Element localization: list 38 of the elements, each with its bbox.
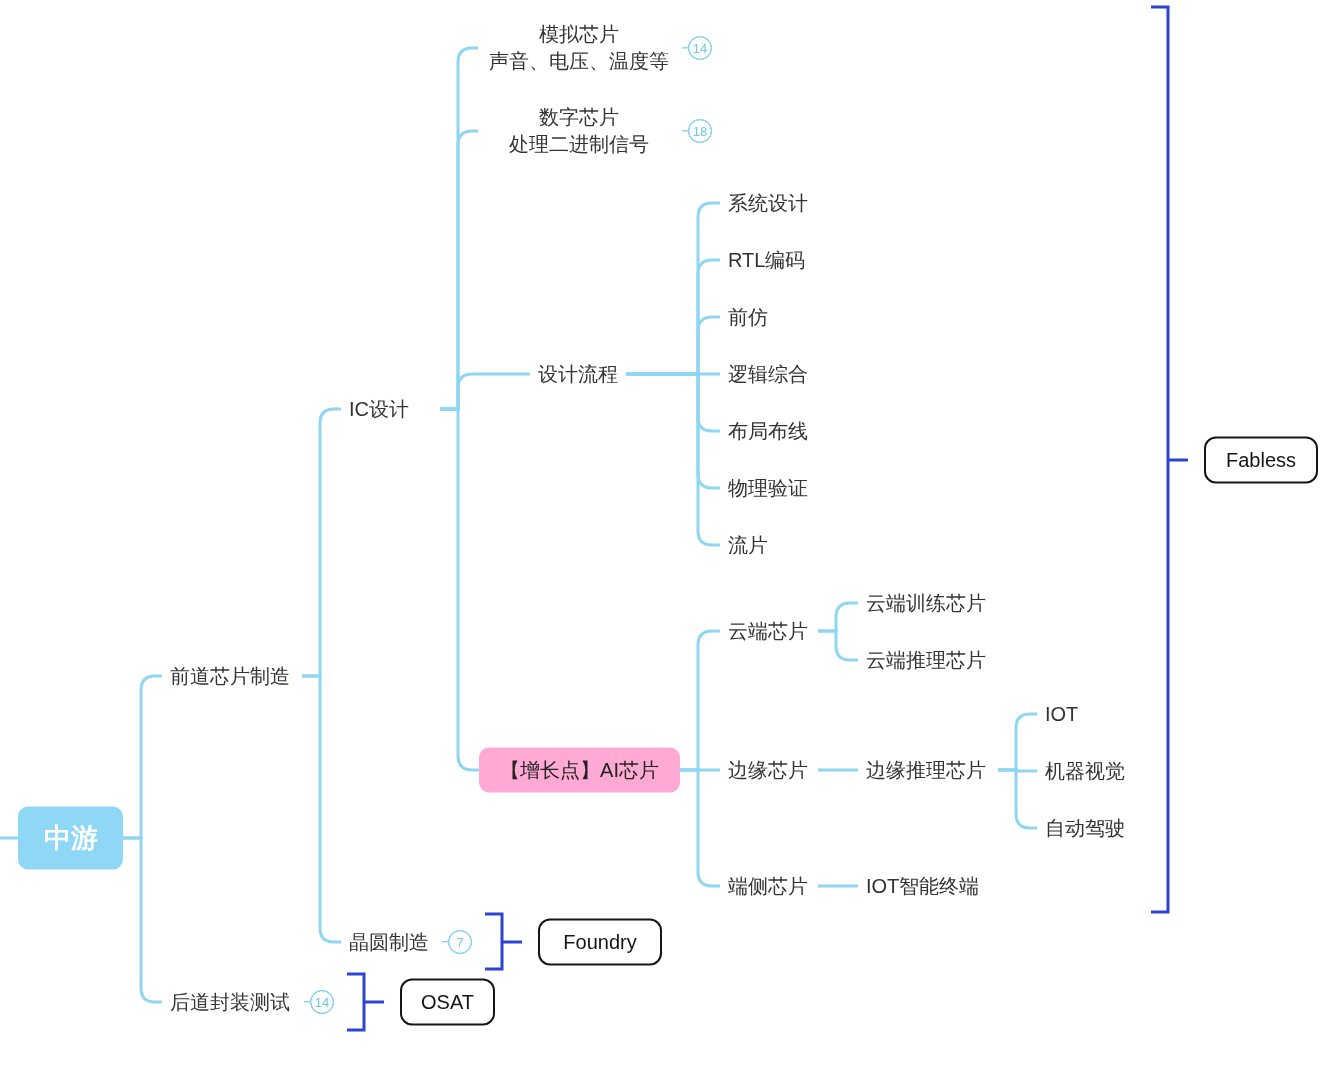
summary-topic: Foundry [538, 918, 662, 966]
count-badge: 7 [442, 930, 472, 954]
summary-topic: OSAT [400, 978, 495, 1026]
topic-label: 前道芯片制造 [170, 663, 290, 689]
topic-label: 边缘推理芯片 [866, 757, 986, 783]
topic-label: 逻辑综合 [728, 361, 808, 387]
count-badge: 18 [682, 119, 712, 143]
topic-label: IOT [1045, 701, 1079, 727]
topic-label: IC设计 [349, 396, 409, 422]
topic-label: 系统设计 [728, 190, 808, 216]
topic-title: 数字芯片 [539, 105, 619, 130]
topic-label: IOT智能终端 [866, 873, 980, 899]
topic-label: 边缘芯片 [728, 757, 808, 783]
topic-description: 处理二进制信号 [509, 132, 649, 157]
summary-topic: Fabless [1204, 436, 1318, 484]
topic-label: 物理验证 [728, 475, 808, 501]
topic-label: RTL编码 [728, 247, 806, 273]
connector-line [818, 768, 858, 772]
topic-label: 布局布线 [728, 418, 808, 444]
topic-description: 声音、电压、温度等 [489, 49, 669, 74]
topic-label: 云端训练芯片 [866, 590, 986, 616]
central-topic: 中游 [18, 806, 123, 870]
connector-line [818, 884, 858, 888]
connector-line [0, 836, 18, 840]
topic-title: 模拟芯片 [539, 22, 619, 47]
topic-label: 前仿 [728, 304, 768, 330]
topic-label: 后道封装测试 [170, 989, 290, 1015]
topic-label: 云端推理芯片 [866, 647, 986, 673]
highlighted-topic: 【增长点】AI芯片 [479, 747, 680, 793]
topic-label: 晶圆制造 [349, 929, 429, 955]
topic-label: 自动驾驶 [1045, 815, 1125, 841]
topic-label: 云端芯片 [728, 618, 808, 644]
count-badge: 14 [682, 36, 712, 60]
topic-label: 流片 [728, 532, 768, 558]
topic-label: 设计流程 [538, 361, 618, 387]
topic-label: 端侧芯片 [728, 873, 808, 899]
count-badge: 14 [304, 990, 334, 1014]
topic-label: 机器视觉 [1045, 758, 1125, 784]
